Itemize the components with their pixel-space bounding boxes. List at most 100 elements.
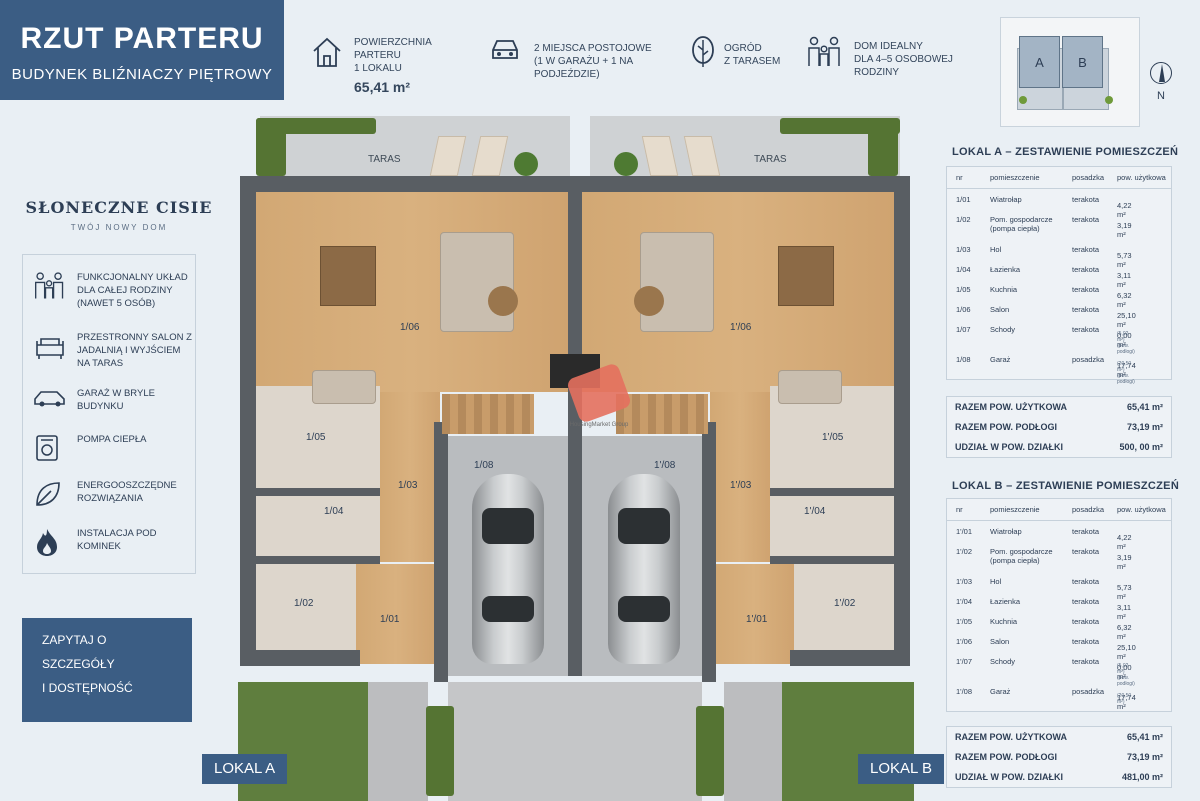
bathroom-a <box>256 496 380 556</box>
brand: SŁONECZNE CISIE TWÓJ NOWY DOM <box>22 198 216 232</box>
house-icon <box>313 37 341 67</box>
total-value: 481,00 m² <box>1121 772 1163 782</box>
table-row: 1'/02 Pom. gospodarcze (pompa ciepła) tera… <box>947 541 1171 571</box>
room-label-b-103: 1'/03 <box>730 480 752 491</box>
total-label: RAZEM POW. PODŁOGI <box>955 422 1058 432</box>
cell-nr: 1'/03 <box>956 577 973 586</box>
cell-area-value: 3,19 m² <box>1117 221 1132 239</box>
cell-floor: terakota <box>1072 637 1100 646</box>
hedge <box>696 706 724 796</box>
room-label-b-101: 1'/01 <box>746 614 768 625</box>
coffee-table <box>488 286 518 316</box>
cell-nr: 1/06 <box>956 305 971 314</box>
living-floor-a <box>256 192 568 392</box>
cell-name: Garaż <box>990 687 1011 696</box>
cta-line1: ZAPYTAJ O SZCZEGÓŁY <box>42 633 115 671</box>
cell-floor: terakota <box>1072 617 1100 626</box>
path-b <box>724 682 782 801</box>
brand-name: SŁONECZNE CISIE <box>25 198 213 217</box>
cell-area-value: 25,10 m² <box>1117 643 1136 661</box>
cell-name: Wiatrołap <box>990 195 1022 204</box>
advantage-text: GARAŻ W BRYLE BUDYNKU <box>77 388 155 412</box>
cell-area-value: 4,22 m² <box>1117 201 1132 219</box>
room-label-b-106: 1'/06 <box>730 322 752 333</box>
cell-nr: 1'/01 <box>956 527 973 536</box>
cell-area-value: 17,74 m² <box>1117 361 1136 379</box>
contact-cta-button[interactable]: ZAPYTAJ O SZCZEGÓŁY I DOSTĘPNOŚĆ <box>22 618 192 722</box>
col-header: pow. użytkowa <box>1117 173 1166 182</box>
cell-floor: terakota <box>1072 547 1100 556</box>
north-arrow-icon <box>1150 62 1172 84</box>
room-label-b-105: 1'/05 <box>822 432 844 443</box>
sofa-icon <box>36 338 64 359</box>
floor-plan: TARAS TARAS 1/06 1 <box>230 116 920 801</box>
cell-area-note: (5,02 m²) (pow. podłogi) <box>1117 331 1135 355</box>
hedge <box>426 706 454 796</box>
cell-area-value: 6,32 m² <box>1117 291 1132 309</box>
site-unit-b: B <box>1062 36 1103 88</box>
cell-nr: 1/07 <box>956 325 971 334</box>
wall <box>240 650 360 666</box>
wall <box>770 488 894 496</box>
lokal-b-tag: LOKAL B <box>858 754 944 784</box>
sofa <box>640 232 714 332</box>
col-header: pomieszczenie <box>990 173 1040 182</box>
feature-family-line1: DOM IDEALNY <box>854 41 923 52</box>
table-b: nr pomieszczenie posadzka pow. użytkowa … <box>946 498 1172 712</box>
feature-parking-line2: (1 W GARAŻU + 1 NA PODJEŹDZIE) <box>534 56 633 80</box>
cell-area-value: 25,10 m² <box>1117 311 1136 329</box>
cell-floor: posadzka <box>1072 687 1105 696</box>
cell-name: Pom. gospodarcze (pompa ciepła) <box>990 547 1053 565</box>
family-icon <box>35 272 64 299</box>
advantages-list: FUNKCJONALNY UKŁAD DLA CAŁEJ RODZINY (NA… <box>22 254 196 574</box>
col-header: nr <box>956 173 963 182</box>
cell-area-value: 5,73 m² <box>1117 583 1132 601</box>
feature-parking-line1: 2 MIEJSCA POSTOJOWE <box>534 43 652 54</box>
cell-nr: 1/04 <box>956 265 971 274</box>
brand-tagline: TWÓJ NOWY DOM <box>70 223 168 232</box>
cell-area-value: 3,19 m² <box>1117 553 1132 571</box>
feature-area-value: 65,41 m² <box>354 79 411 95</box>
cell-floor: terakota <box>1072 215 1100 224</box>
cell-nr: 1/01 <box>956 195 971 204</box>
cell-floor: terakota <box>1072 657 1100 666</box>
stairs-a <box>442 394 534 434</box>
table-header: nr pomieszczenie posadzka pow. użytkowa <box>947 167 1171 189</box>
room-label-a-103: 1/03 <box>398 480 418 491</box>
family-icon <box>808 36 840 66</box>
room-label-b-108: 1'/08 <box>654 460 676 471</box>
cell-name: Pom. gospodarcze (pompa ciepła) <box>990 215 1053 233</box>
hall-floor-b <box>710 392 770 562</box>
flame-icon <box>37 529 57 556</box>
cell-area-note: (20,50 m²) <box>1117 693 1132 705</box>
cell-nr: 1'/08 <box>956 687 973 696</box>
cell-nr: 1'/05 <box>956 617 973 626</box>
cell-floor: terakota <box>1072 325 1100 334</box>
room-label-a-101: 1/01 <box>380 614 400 625</box>
title-box: RZUT PARTERU BUDYNEK BLIŹNIACZY PIĘTROWY <box>0 0 284 100</box>
cell-nr: 1'/02 <box>956 547 973 556</box>
path-a <box>368 682 428 801</box>
feature-family-line3: RODZINY <box>854 67 899 78</box>
feature-area-line1: POWIERZCHNIA PARTERU <box>354 37 432 61</box>
hedge <box>256 118 376 134</box>
cell-floor: terakota <box>1072 305 1100 314</box>
feature-garden-line1: OGRÓD <box>724 43 762 54</box>
cell-area-value: 0,00 m² <box>1117 331 1132 349</box>
driveway <box>448 682 702 801</box>
hall-floor-a <box>380 392 440 562</box>
